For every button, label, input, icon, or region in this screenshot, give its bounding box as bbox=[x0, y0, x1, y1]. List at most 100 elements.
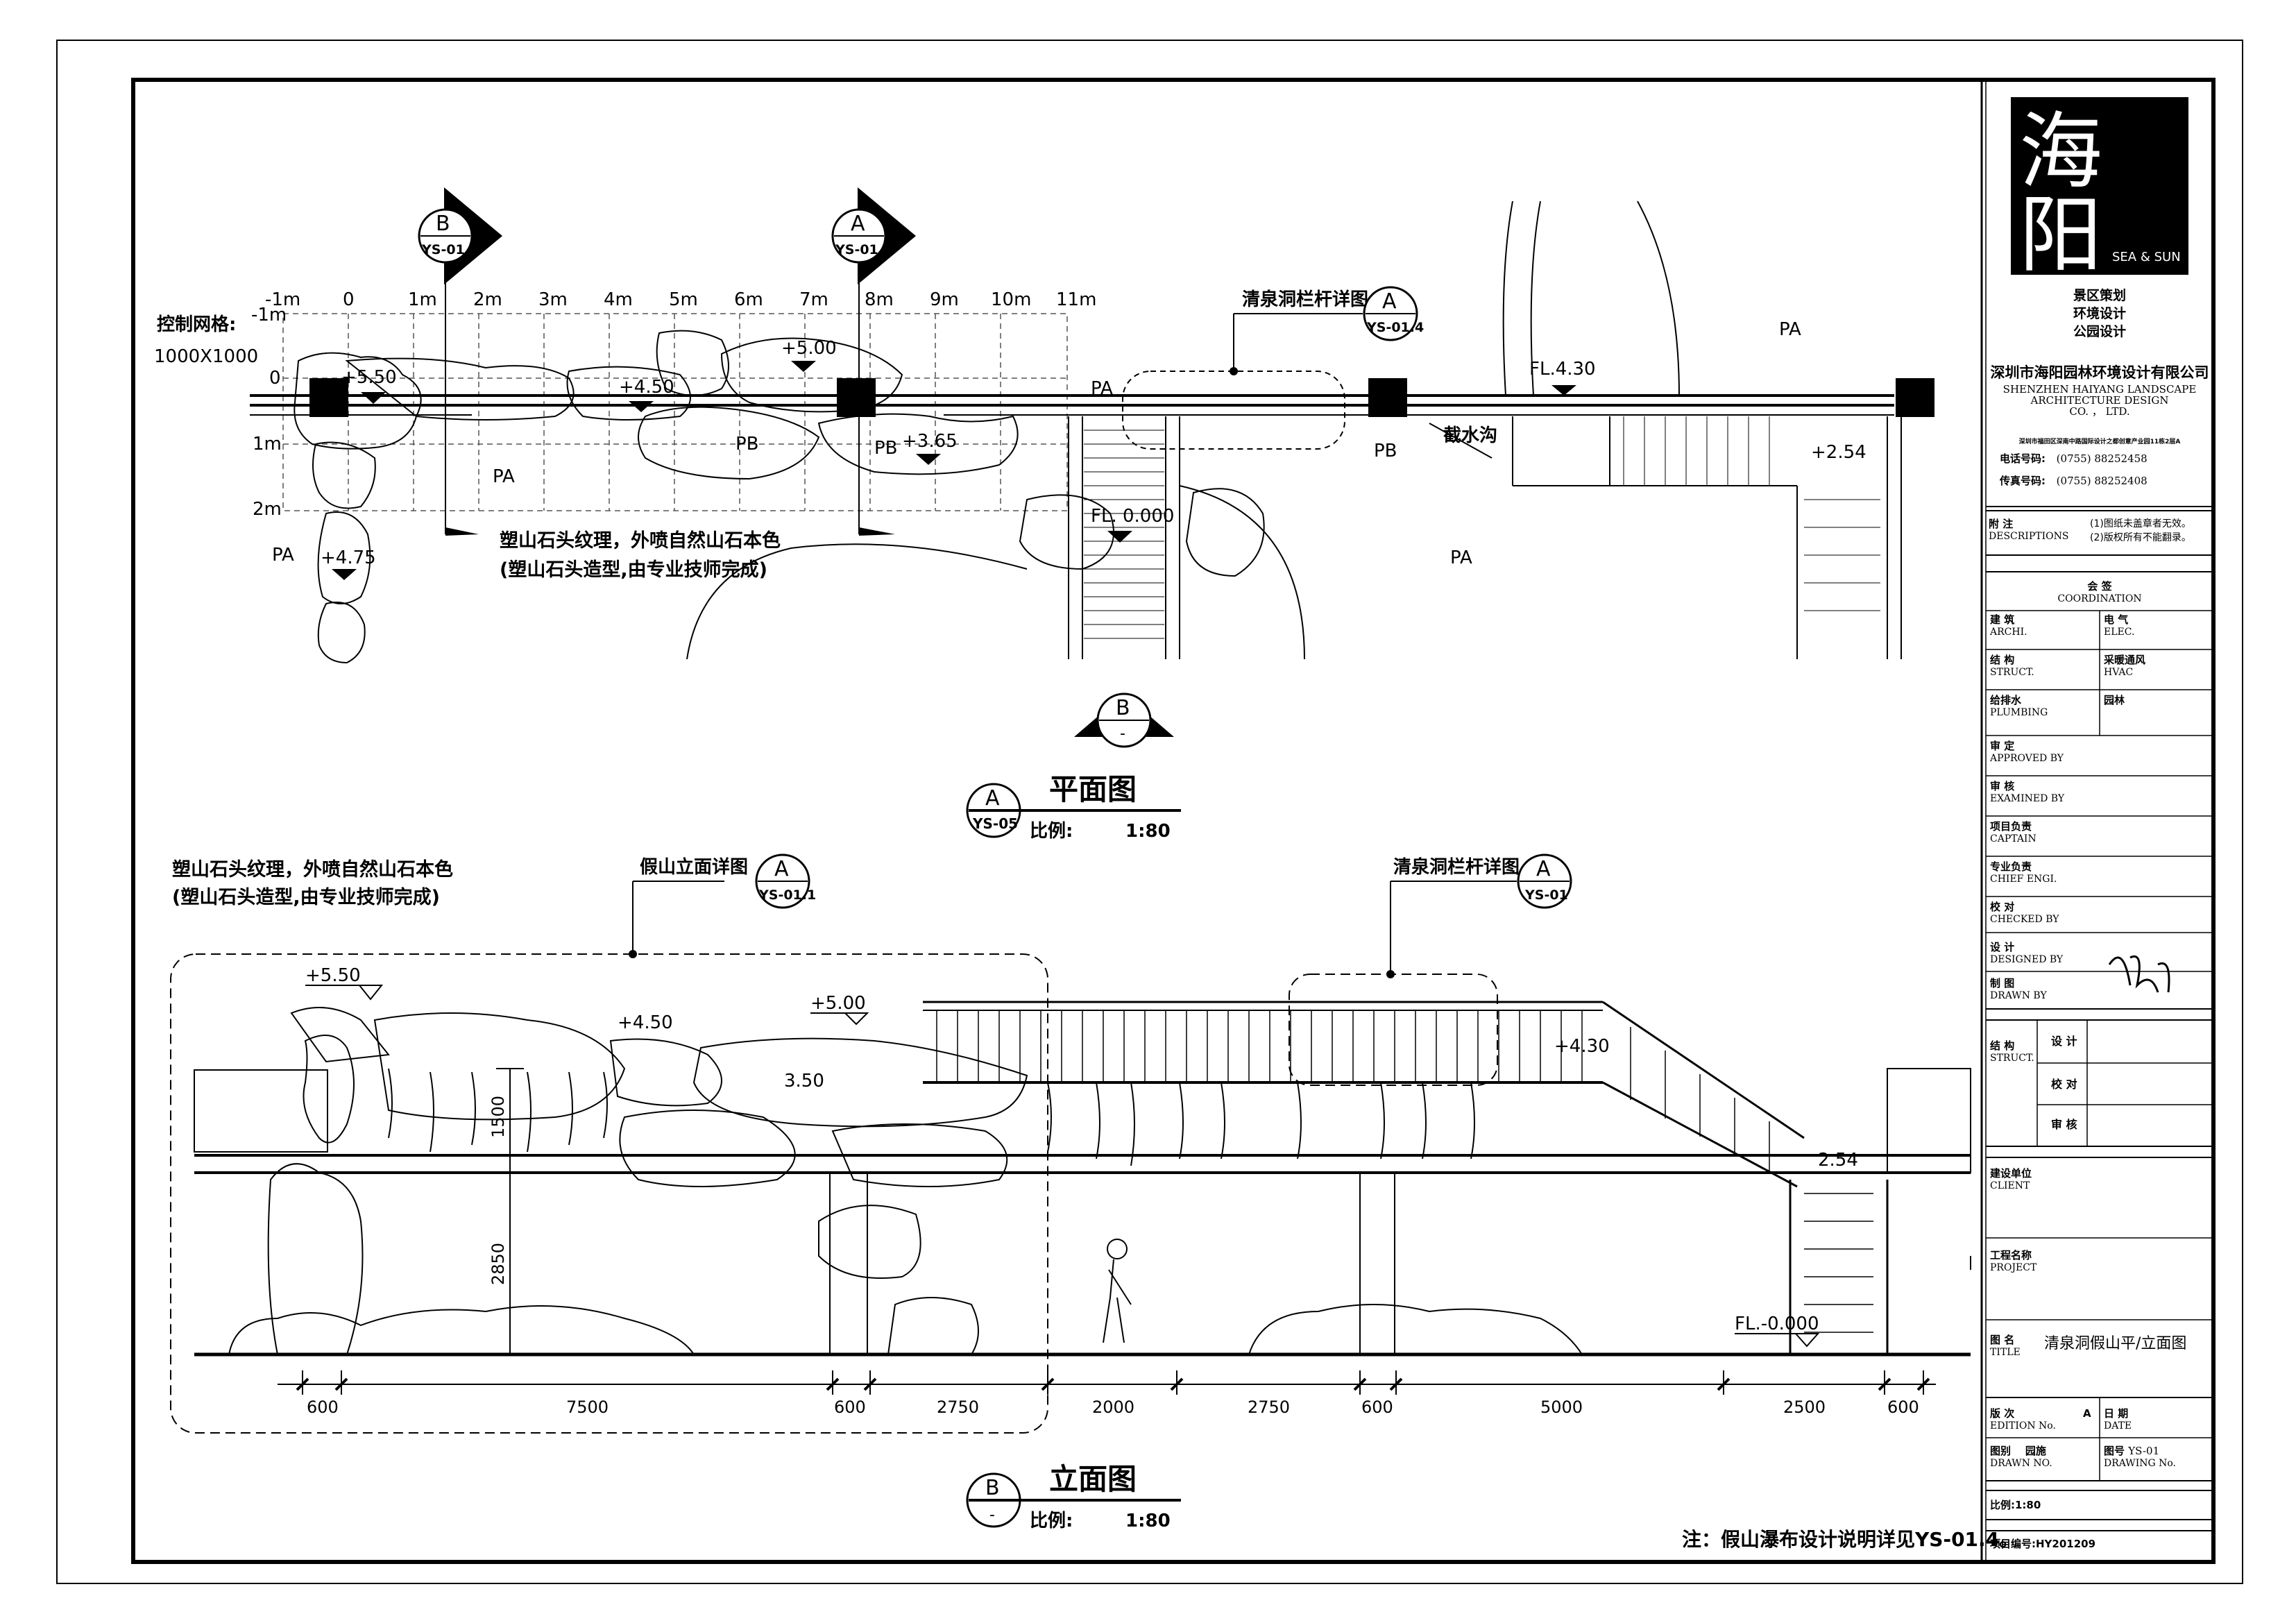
plan-note-1: 塑山石头纹理，外喷自然山石本色 bbox=[500, 529, 781, 552]
section-marker-b-bottom: B - bbox=[1074, 692, 1174, 748]
plan-level: FL.4.30 bbox=[1529, 359, 1596, 380]
svg-text:清泉洞栏杆详图: 清泉洞栏杆详图 bbox=[1393, 856, 1520, 878]
struct-design: 设 计 bbox=[2051, 1035, 2077, 1048]
y-tick: 0 bbox=[269, 368, 281, 389]
hdim: 600 bbox=[307, 1397, 339, 1417]
x-tick: 1m bbox=[408, 289, 437, 310]
svg-text:YS-01.4: YS-01.4 bbox=[1366, 320, 1424, 335]
zone-label: PB bbox=[1374, 441, 1397, 461]
elevation-level: +5.00 bbox=[810, 993, 866, 1014]
rail-callout: 清泉洞栏杆详图 A YS-01 bbox=[1386, 853, 1572, 978]
svg-text:A: A bbox=[774, 857, 789, 881]
services: 景区策划 环境设计 公园设计 bbox=[1986, 287, 2213, 341]
svg-text:比例:: 比例: bbox=[1030, 1511, 1073, 1531]
plan-view: -1m 0 1m 2m 3m 4m 5m 6m 7m 8m 9m 10m 11m… bbox=[154, 187, 1934, 842]
elevation-level: +5.50 bbox=[305, 965, 361, 986]
edition-value: A bbox=[2083, 1407, 2091, 1420]
svg-text:SEA & SUN: SEA & SUN bbox=[2112, 250, 2181, 264]
x-tick: 7m bbox=[799, 289, 828, 310]
outer-border bbox=[56, 40, 2243, 1584]
plan-level: +4.75 bbox=[321, 547, 376, 568]
svg-text:B: B bbox=[1116, 696, 1130, 720]
svg-text:-: - bbox=[1120, 725, 1125, 742]
vdim: 1500 bbox=[488, 1096, 508, 1138]
plan-level: +4.50 bbox=[619, 377, 674, 398]
company-logo: 海 阳 SEA & SUN bbox=[2011, 97, 2188, 284]
plan-detail-callout: 清泉洞栏杆详图 A YS-01.4 bbox=[1230, 286, 1424, 375]
x-tick: 10m bbox=[991, 289, 1031, 310]
svg-text:A: A bbox=[851, 212, 865, 236]
company-name-en: SHENZHEN HAIYANG LANDSCAPE ARCHITECTURE … bbox=[2002, 383, 2197, 418]
rock-callout: 假山立面详图 A YS-01.1 bbox=[629, 853, 816, 958]
coord-garden: 园林 bbox=[2104, 694, 2125, 706]
x-tick: 4m bbox=[604, 289, 633, 310]
svg-text:1:80: 1:80 bbox=[1125, 821, 1171, 842]
plan-level: +2.54 bbox=[1811, 442, 1866, 463]
elevation-level: +4.50 bbox=[618, 1012, 673, 1033]
x-tick: 2m bbox=[473, 289, 502, 310]
zone-label: PB bbox=[874, 438, 898, 459]
plan-note-2: (塑山石头造型,由专业技师完成) bbox=[500, 559, 767, 581]
x-tick: 9m bbox=[930, 289, 959, 310]
hdim: 600 bbox=[1887, 1397, 1919, 1417]
svg-text:阳: 阳 bbox=[2019, 187, 2102, 284]
svg-text:清泉洞栏杆详图: 清泉洞栏杆详图 bbox=[1242, 289, 1368, 310]
x-tick: -1m bbox=[265, 289, 300, 310]
svg-text:YS-01.2: YS-01.2 bbox=[421, 242, 479, 257]
project-number: 项目编号:HY201209 bbox=[1990, 1538, 2096, 1550]
plan-level: +3.65 bbox=[902, 431, 958, 452]
person-figure bbox=[1103, 1239, 1132, 1343]
y-tick: -1m bbox=[251, 305, 287, 325]
svg-text:B: B bbox=[436, 212, 450, 236]
y-tick: 2m bbox=[253, 499, 282, 520]
y-tick: 1m bbox=[253, 434, 282, 454]
grid-label: 控制网格: bbox=[157, 314, 236, 335]
elevation-title-block: B - 立面图 比例: 1:80 bbox=[966, 1462, 1181, 1531]
zone-label: PA bbox=[1450, 547, 1472, 568]
elevation-level: +4.30 bbox=[1554, 1036, 1610, 1057]
elevation-note-2: (塑山石头造型,由专业技师完成) bbox=[172, 886, 440, 908]
coordination-header: 会 签 COORDINATION bbox=[2057, 580, 2142, 604]
hdim: 5000 bbox=[1540, 1397, 1583, 1417]
section-marker-a: A YS-01.2 bbox=[831, 187, 916, 284]
x-tick: 11m bbox=[1056, 289, 1096, 310]
plan-level: +5.00 bbox=[781, 338, 837, 359]
vdim: 2850 bbox=[488, 1243, 508, 1285]
inner-border bbox=[131, 78, 2216, 1564]
x-tick: 0 bbox=[343, 289, 355, 310]
struct-exam: 审 核 bbox=[2051, 1118, 2077, 1131]
elevation-note-1: 塑山石头纹理，外喷自然山石本色 bbox=[172, 858, 453, 881]
elevation-view: 塑山石头纹理，外喷自然山石本色 (塑山石头造型,由专业技师完成) 假山立面详图 … bbox=[170, 853, 2018, 1551]
scale: 比例:1:80 bbox=[1990, 1499, 2041, 1511]
zone-label: PA bbox=[1779, 319, 1801, 340]
company-address: 深圳市福田区深南中路国际设计之都创意产业园11栋2层A bbox=[2018, 439, 2181, 445]
hdim: 600 bbox=[1361, 1397, 1393, 1417]
zone-label: PA bbox=[272, 545, 294, 566]
svg-text:YS-05: YS-05 bbox=[972, 815, 1018, 832]
svg-text:比例:: 比例: bbox=[1030, 821, 1073, 842]
svg-text:A: A bbox=[1382, 289, 1397, 314]
fax: 传真号码: (0755) 88252408 bbox=[2000, 475, 2148, 487]
footnote: 注：假山瀑布设计说明详见YS-01.4。 bbox=[1682, 1528, 2018, 1551]
grid-size: 1000X1000 bbox=[154, 346, 258, 367]
title-block-frame bbox=[1980, 80, 2213, 1562]
service-item: 景区策划 bbox=[2073, 288, 2126, 303]
svg-text:YS-01.2: YS-01.2 bbox=[835, 242, 892, 257]
x-tick: 6m bbox=[734, 289, 763, 310]
svg-text:B: B bbox=[985, 1476, 1000, 1500]
plan-level: +5.50 bbox=[341, 367, 397, 388]
